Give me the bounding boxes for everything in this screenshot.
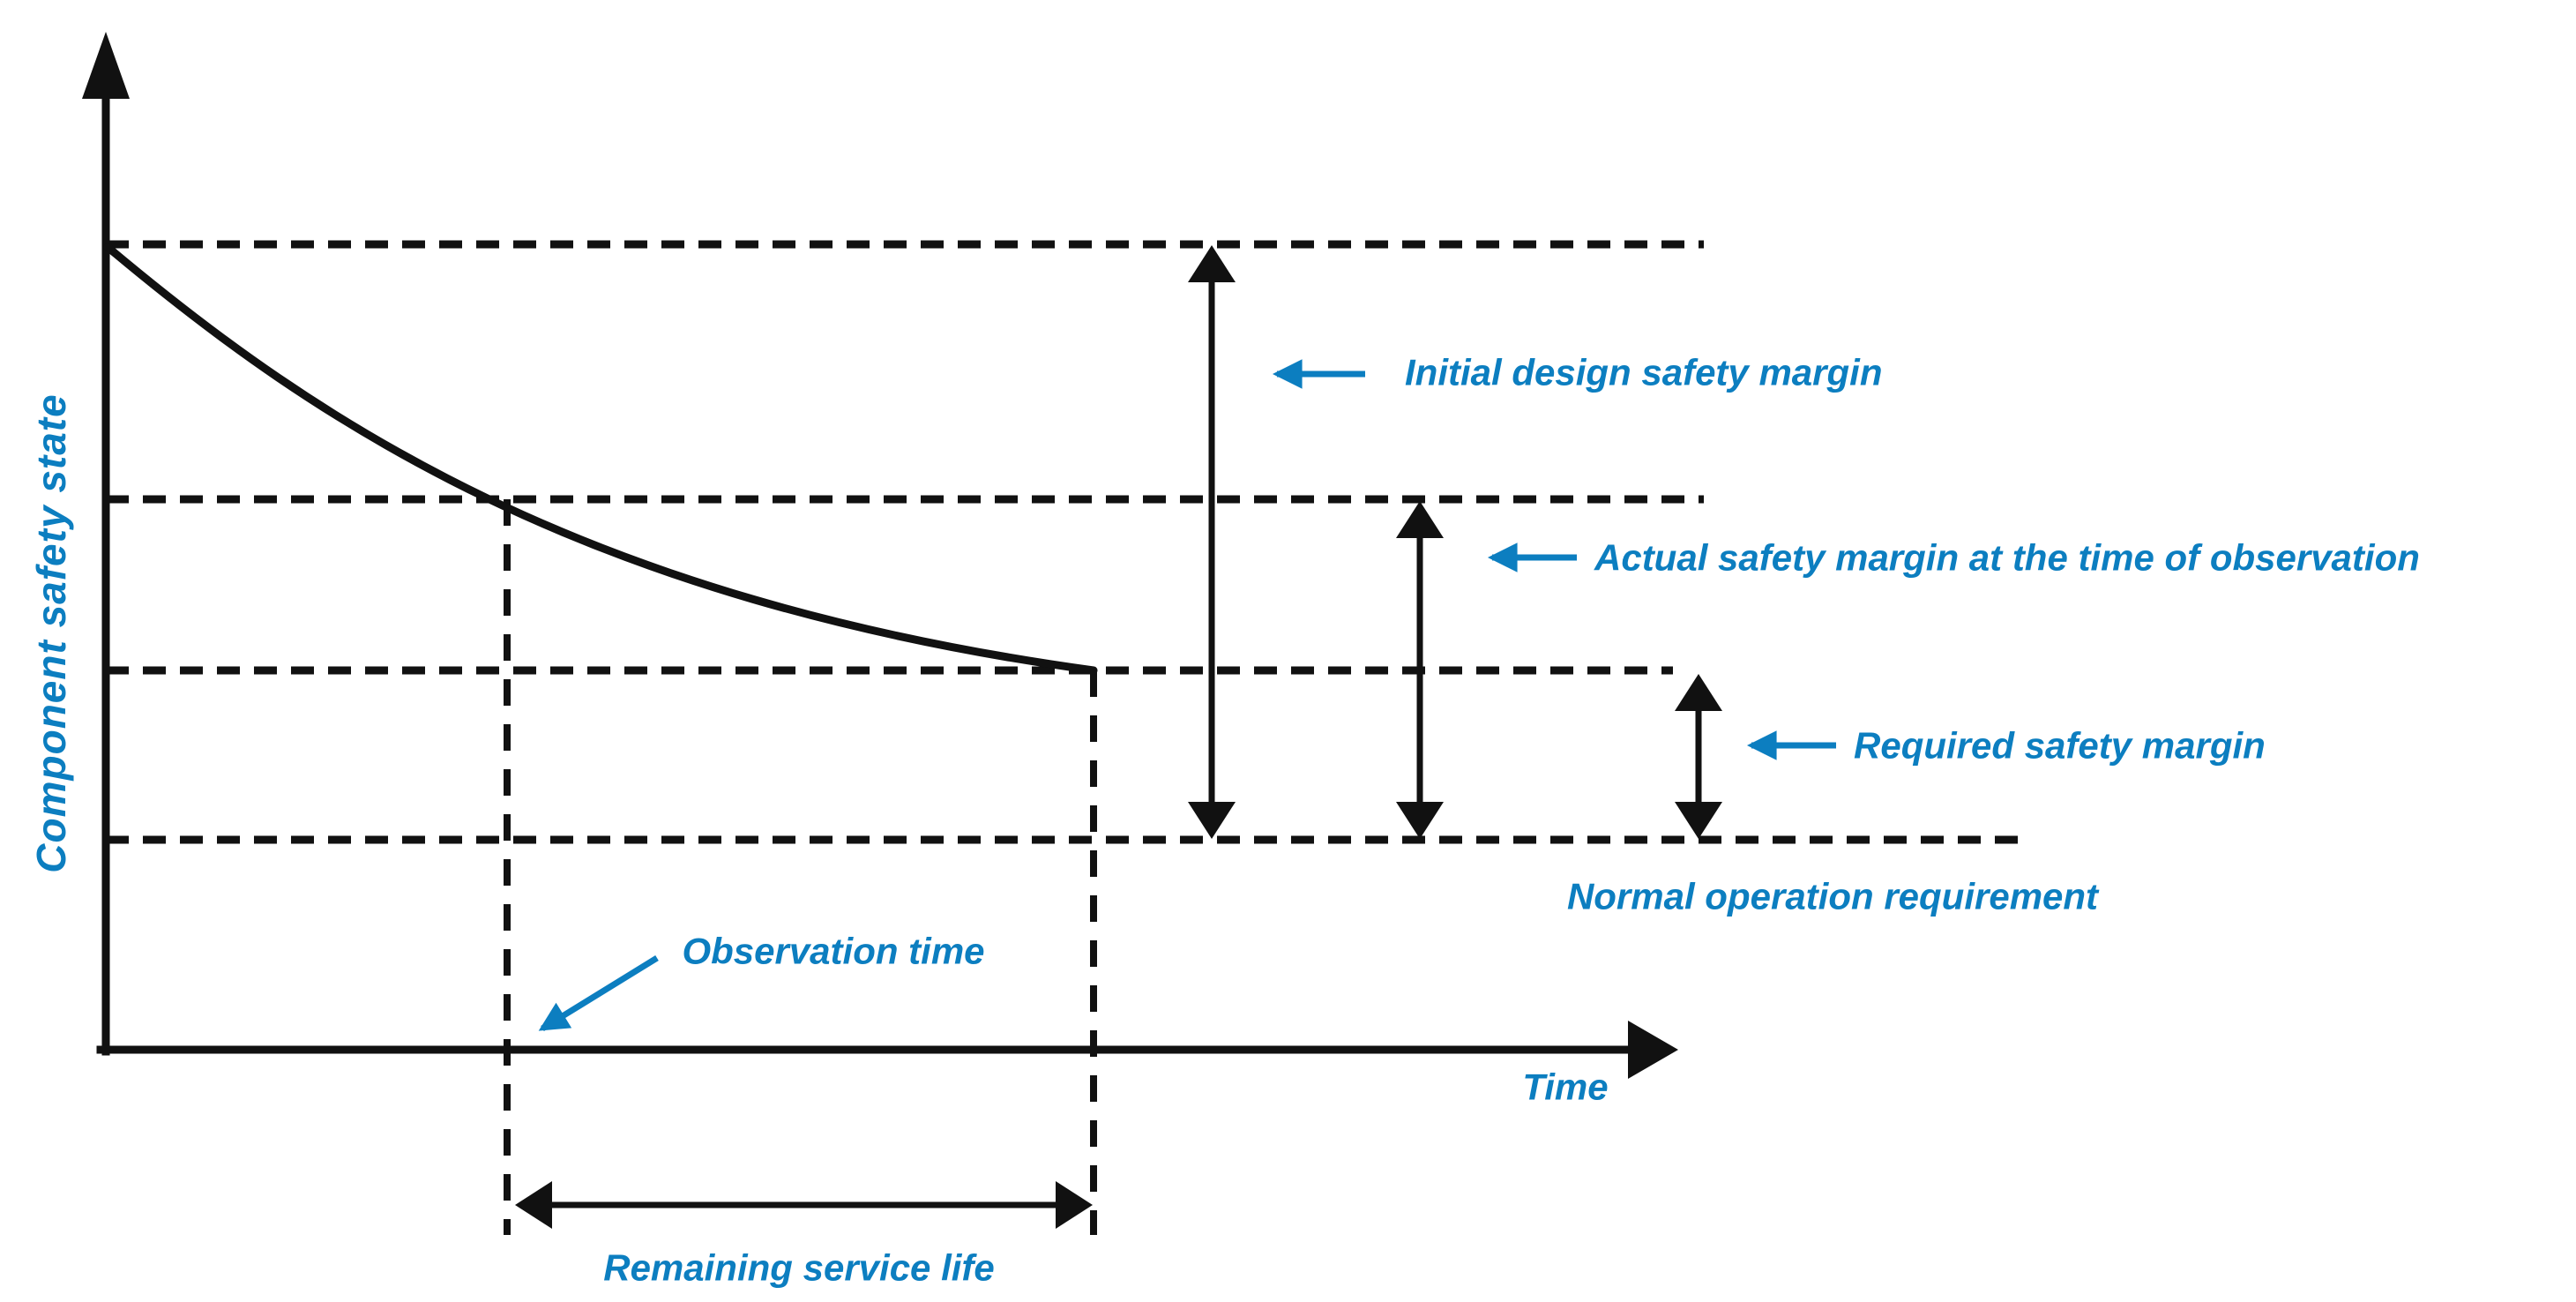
- arrow-up-head-icon: [1188, 245, 1236, 282]
- label-observation-time: Observation time: [682, 931, 984, 972]
- arrow-actual-margin: [1396, 501, 1444, 839]
- y-axis: [82, 32, 130, 1056]
- arrow-down-head-icon: [1675, 802, 1722, 839]
- arrow-left-head-icon: [515, 1181, 552, 1229]
- arrow-down-head-icon: [1188, 802, 1236, 839]
- arrow-up-head-icon: [1675, 674, 1722, 711]
- arrow-down-head-icon: [1396, 802, 1444, 839]
- degradation-curve: [103, 243, 1098, 675]
- y-axis-arrowhead-icon: [82, 32, 130, 99]
- label-initial-design-safety-margin: Initial design safety margin: [1405, 352, 1882, 393]
- arrow-required-margin: [1675, 674, 1722, 839]
- y-axis-label: Component safety state: [28, 393, 74, 872]
- label-normal-operation-requirement: Normal operation requirement: [1567, 876, 2100, 917]
- label-actual-safety-margin: Actual safety margin at the time of obse…: [1594, 537, 2420, 579]
- label-required-safety-margin: Required safety margin: [1854, 725, 2266, 767]
- callout-arrow-observation-time-icon: [538, 955, 659, 1031]
- arrow-right-head-icon: [1056, 1181, 1093, 1229]
- x-axis-arrowhead-icon: [1628, 1021, 1678, 1079]
- arrow-initial-design-margin: [1188, 245, 1236, 839]
- x-axis-label: Time: [1522, 1066, 1608, 1108]
- arrow-remaining-service-life: [515, 1181, 1093, 1229]
- label-remaining-service-life: Remaining service life: [603, 1247, 995, 1289]
- x-axis: [96, 1021, 1678, 1079]
- arrow-up-head-icon: [1396, 501, 1444, 538]
